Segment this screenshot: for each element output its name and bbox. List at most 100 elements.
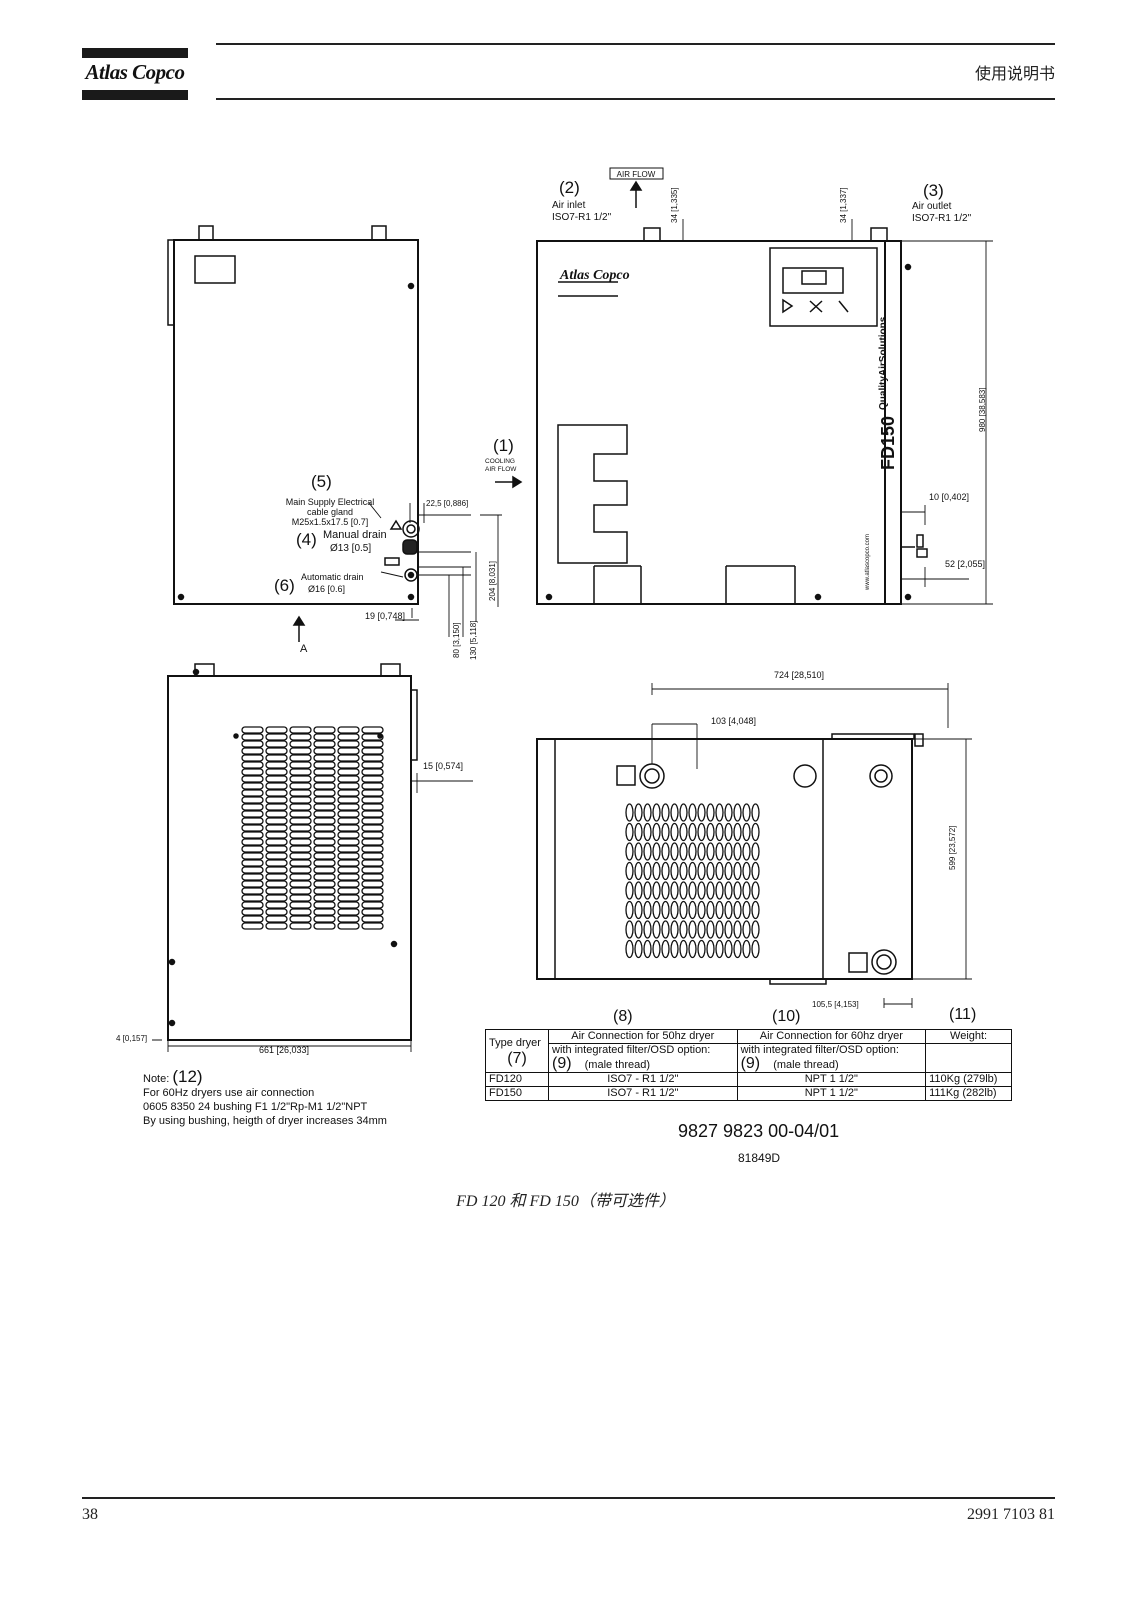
dim-34a: 34 [1,335]: [670, 187, 679, 223]
vent-slot: [715, 939, 724, 959]
drawing-number: 9827 9823 00-04/01: [678, 1121, 840, 1141]
vent-slot: [241, 866, 264, 874]
vent-slot: [289, 782, 312, 790]
vent-slot: [361, 880, 384, 888]
vent-slot: [241, 901, 264, 909]
drawing-sub-number: 81849D: [738, 1151, 781, 1165]
vent-slot: [361, 831, 384, 839]
vent-slot: [337, 789, 360, 797]
header-rule-bottom: [216, 98, 1055, 100]
vent-slot: [313, 789, 336, 797]
type-header: Type dryer (7): [485, 1029, 549, 1073]
label-5-line1: Main Supply Electrical: [286, 497, 375, 507]
vent-slot: [265, 740, 288, 748]
top-vent-grille: [625, 803, 760, 959]
vent-slot: [643, 900, 652, 920]
col-60hz-header: Air Connection for 60hz dryer: [736, 1029, 927, 1044]
vent-slot: [289, 873, 312, 881]
vent-slot: [724, 920, 733, 939]
rear-vent-grille: [241, 726, 384, 930]
vent-slot: [289, 775, 312, 783]
vent-slot: [643, 881, 652, 900]
vent-slot: [361, 782, 384, 790]
vent-slot: [361, 873, 384, 881]
vent-slot: [361, 754, 384, 762]
vent-slot: [337, 887, 360, 895]
brand-logo: Atlas Copco: [85, 60, 185, 84]
vent-slot: [265, 880, 288, 888]
vent-slot: [634, 822, 643, 842]
vent-slot: [361, 901, 384, 909]
vent-slot: [241, 915, 264, 923]
row2-type: FD150: [485, 1086, 549, 1101]
vent-slot: [679, 822, 688, 842]
callout-2: (2): [559, 178, 580, 197]
row1-60hz: NPT 1 1/2": [736, 1072, 927, 1087]
vent-slot: [289, 887, 312, 895]
vent-slot: [742, 920, 751, 939]
vent-slot: [361, 740, 384, 748]
vent-slot: [265, 915, 288, 923]
vent-slot: [241, 803, 264, 811]
vent-slot: [241, 796, 264, 804]
vent-slot: [661, 920, 670, 939]
vent-slot: [241, 831, 264, 839]
vent-slot: [751, 842, 760, 861]
vent-slot: [289, 824, 312, 832]
vent-slot: [265, 824, 288, 832]
label-5-line2: cable gland: [307, 507, 353, 517]
vent-slot: [337, 838, 360, 846]
vent-slot: [289, 866, 312, 874]
vent-slot: [361, 894, 384, 902]
callout-6: (6): [274, 576, 295, 595]
front-brand: Atlas Copco: [559, 268, 630, 283]
vent-slot: [361, 824, 384, 832]
col-weight-header: Weight:: [925, 1029, 1012, 1044]
vent-slot: [661, 861, 670, 881]
callout-11: (11): [949, 1006, 977, 1023]
vent-slot: [742, 900, 751, 920]
vent-slot: [313, 761, 336, 769]
row1-50hz: ISO7 - R1 1/2": [548, 1072, 738, 1087]
vent-slot: [337, 768, 360, 776]
label-6-line1: Automatic drain: [301, 572, 364, 582]
logo-bar-top: [82, 48, 188, 58]
note-callout: (12): [172, 1067, 203, 1086]
male-thread-b: (male thread): [773, 1059, 839, 1071]
col-50hz-sub: with integrated filter/OSD option: (9) (…: [548, 1043, 738, 1073]
vent-slot: [697, 939, 706, 959]
vent-slot: [706, 861, 715, 881]
vent-slot: [241, 754, 264, 762]
label-4-line2: Ø13 [0.5]: [330, 543, 371, 554]
front-web: www.atlascopco.com: [865, 534, 871, 591]
front-view: [536, 227, 928, 605]
vent-slot: [265, 845, 288, 853]
vent-slot: [241, 824, 264, 832]
vent-slot: [265, 754, 288, 762]
type-label: Type dryer: [489, 1037, 541, 1049]
vent-slot: [625, 881, 634, 900]
dim-661: 661 [26,033]: [259, 1045, 309, 1055]
vent-slot: [679, 803, 688, 822]
vent-slot: [679, 881, 688, 900]
label-3-line1: Air outlet: [912, 201, 952, 212]
vent-slot: [337, 754, 360, 762]
vent-slot: [706, 920, 715, 939]
vent-slot: [688, 842, 697, 861]
vent-slot: [265, 747, 288, 755]
vent-slot: [289, 796, 312, 804]
vent-slot: [265, 803, 288, 811]
vent-slot: [706, 822, 715, 842]
dim-4: 4 [0,157]: [116, 1034, 147, 1043]
vent-slot: [643, 920, 652, 939]
vent-slot: [661, 900, 670, 920]
vent-slot: [265, 901, 288, 909]
note-line-3: By using bushing, heigth of dryer increa…: [143, 1115, 387, 1127]
vent-slot: [313, 803, 336, 811]
label-4-line1: Manual drain: [323, 529, 387, 541]
vent-slot: [337, 866, 360, 874]
vent-slot: [697, 900, 706, 920]
vent-slot: [265, 733, 288, 741]
table-row: FD150 ISO7 - R1 1/2" NPT 1 1/2" 111Kg (2…: [485, 1086, 1012, 1101]
